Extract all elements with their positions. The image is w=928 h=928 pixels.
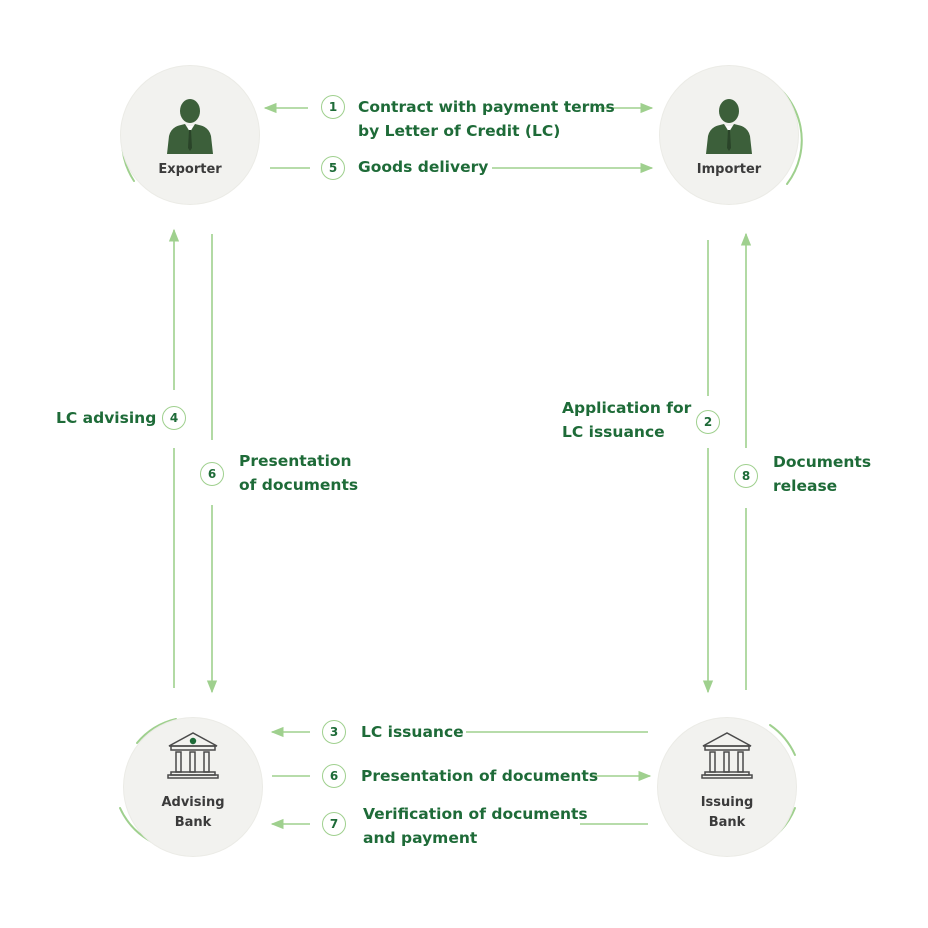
exporter-node: Exporter bbox=[121, 66, 259, 204]
step-5-badge: 5 bbox=[321, 156, 345, 180]
step-3-badge: 3 bbox=[322, 720, 346, 744]
importer-label: Importer bbox=[696, 162, 762, 177]
bank-icon bbox=[701, 732, 753, 779]
advising-bank-label-1: Advising bbox=[161, 795, 225, 810]
exporter-label: Exporter bbox=[158, 162, 222, 177]
issuing-bank-label-2: Bank bbox=[708, 815, 746, 830]
step-6a-badge: 6 bbox=[200, 462, 224, 486]
step-2-badge: 2 bbox=[696, 410, 720, 434]
step-3-label: LC issuance bbox=[361, 723, 464, 741]
step-2-label-line1: Application for bbox=[562, 399, 692, 417]
step-4-badge: 4 bbox=[162, 406, 186, 430]
person-icon bbox=[706, 99, 752, 154]
step-8-badge: 8 bbox=[734, 464, 758, 488]
person-icon bbox=[167, 99, 213, 154]
step-6b-label: Presentation of documents bbox=[361, 767, 599, 785]
step-4-label: LC advising bbox=[56, 409, 157, 427]
step-6a-label-line2: of documents bbox=[239, 476, 359, 494]
step-1-badge: 1 bbox=[321, 95, 345, 119]
step-1-label-line1: Contract with payment terms bbox=[358, 98, 615, 116]
step-1-label-line2: by Letter of Credit (LC) bbox=[358, 122, 561, 140]
importer-node: Importer bbox=[660, 66, 798, 204]
step-8-label-line1: Documents bbox=[773, 453, 872, 471]
step-7-label-line1: Verification of documents bbox=[363, 805, 588, 823]
step-6b-badge: 6 bbox=[322, 764, 346, 788]
bank-icon bbox=[167, 732, 219, 779]
step-7-badge: 7 bbox=[322, 812, 346, 836]
step-2-label-line2: LC issuance bbox=[562, 423, 665, 441]
step-5-label: Goods delivery bbox=[358, 158, 489, 176]
advising-bank-label-2: Bank bbox=[174, 815, 212, 830]
issuing-bank-node: Issuing Bank bbox=[658, 718, 796, 856]
step-6a-label-line1: Presentation bbox=[239, 452, 352, 470]
issuing-arc-top bbox=[769, 724, 796, 756]
step-8-label-line2: release bbox=[773, 477, 838, 495]
advising-bank-node: Advising Bank bbox=[124, 718, 262, 856]
step-7-label-line2: and payment bbox=[363, 829, 478, 847]
issuing-bank-label-1: Issuing bbox=[700, 795, 754, 810]
